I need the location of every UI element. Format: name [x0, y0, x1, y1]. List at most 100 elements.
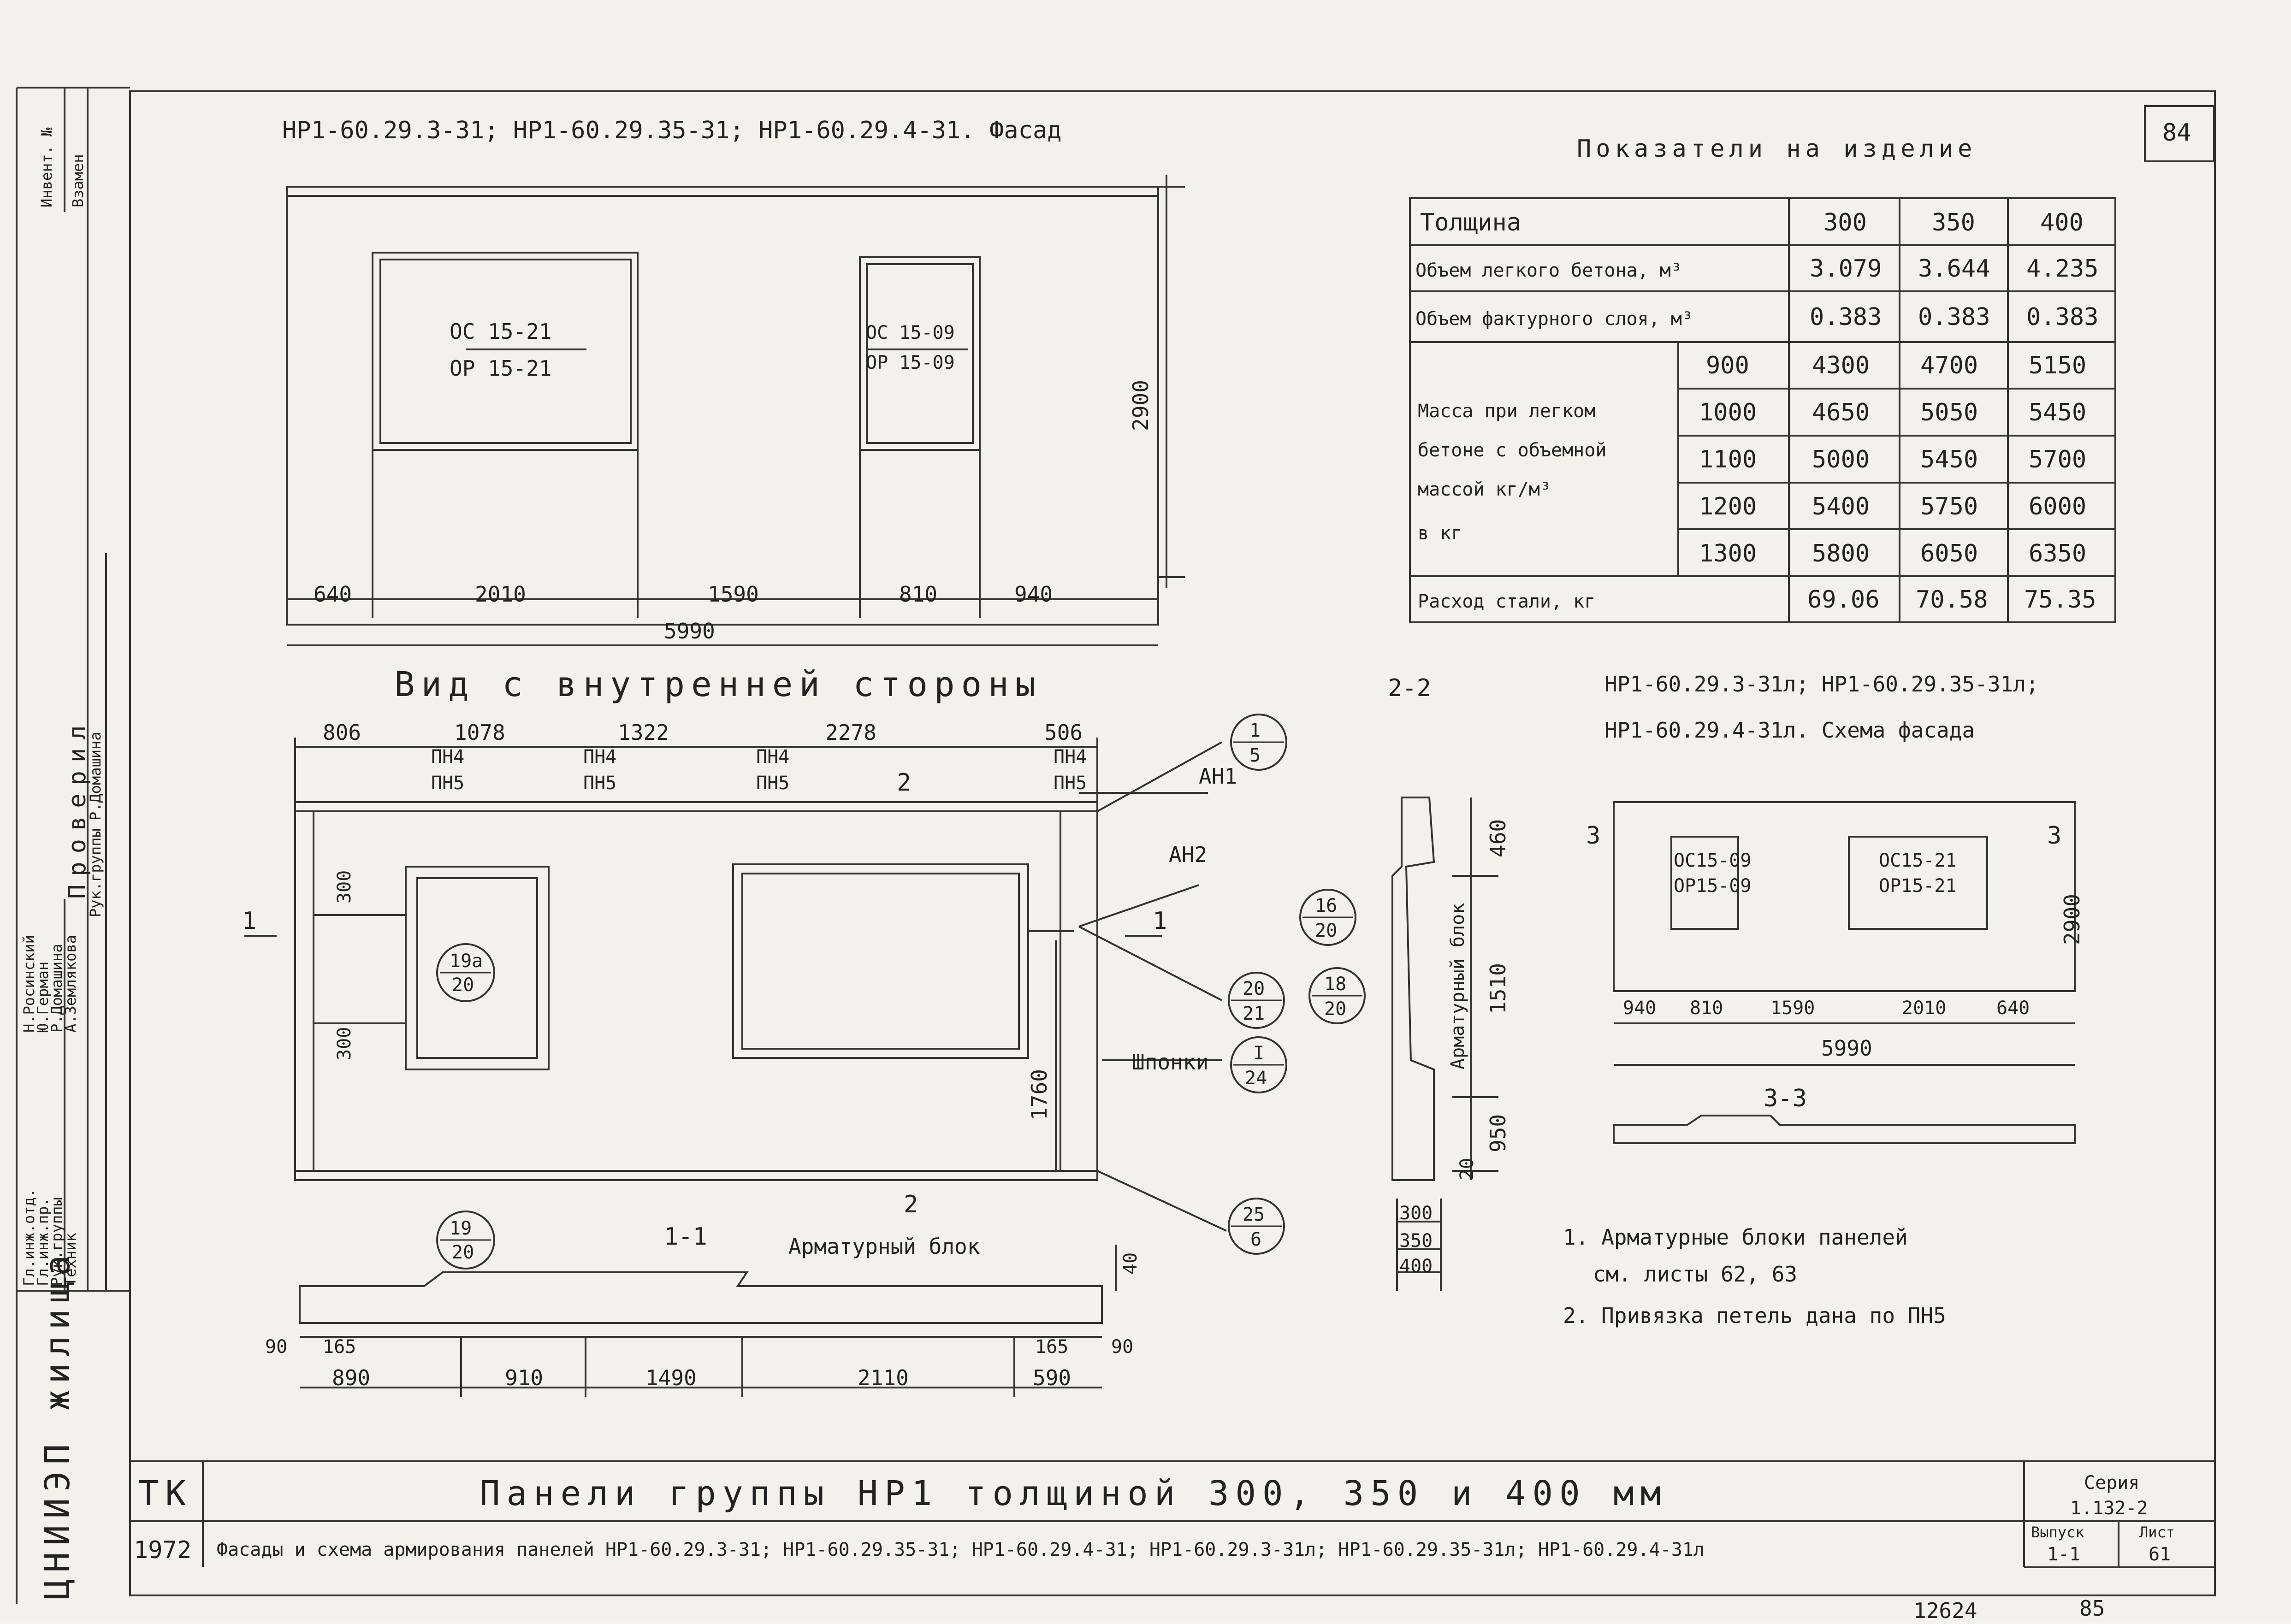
callout-19a-bottom: 20 [452, 974, 474, 996]
loop-label-4-bottom: ПН5 [1054, 773, 1087, 794]
sec22-thickness-300: 300 [1399, 1203, 1433, 1224]
mass-density-1000: 1000 [1699, 399, 1757, 426]
callout-16-20-bottom: 20 [1315, 920, 1337, 941]
table-th-400: 400 [2040, 209, 2084, 236]
name-4: А.Землякова [62, 935, 79, 1033]
sheet-number: 84 [2162, 119, 2191, 147]
table-thickness-label: Толщина [1420, 209, 1521, 236]
note-1-cont: см. листы 62, 63 [1593, 1262, 1797, 1287]
mirror-window-big-bottom: ОР15-21 [1879, 875, 1957, 897]
callout-1-5-bottom: 5 [1249, 745, 1261, 766]
handwritten-number-2: 85 [2079, 1596, 2105, 1621]
inner-left-dim-2: 300 [334, 1027, 355, 1060]
mirror-title-line2: НР1-60.29.4-31л. Схема фасада [1604, 718, 1975, 743]
inner-dim-3: 1322 [618, 720, 669, 745]
mass-density-1200: 1200 [1699, 493, 1757, 520]
callout-I-24-top: I [1253, 1043, 1264, 1064]
sec22-dim-1: 460 [1486, 819, 1510, 857]
title-block-year: 1972 [134, 1536, 191, 1564]
callout-20-21 [1228, 972, 1285, 1029]
sec22-dim-3: 950 [1486, 1114, 1510, 1152]
indicators-title: Показатели на изделие [1577, 135, 1977, 163]
callout-1-5-top: 1 [1249, 720, 1261, 741]
mass-label-line4: в кг [1418, 523, 1462, 544]
mass-1200-v3: 6000 [2029, 493, 2086, 520]
note-1: 1. Арматурные блоки панелей [1563, 1225, 1908, 1250]
mass-900-v3: 5150 [2029, 352, 2086, 379]
table-row2-v1: 0.383 [1810, 303, 1882, 331]
name-2: Ю.Герман [34, 962, 52, 1033]
callout-19-20-bottom: 20 [452, 1242, 474, 1263]
facade-window-right [859, 256, 981, 451]
facade-window-left-top: ОС 15-21 [450, 319, 552, 344]
table-row1-label: Объем легкого бетона, м³ [1415, 260, 1682, 281]
section-1-1-label: Арматурный блок [788, 1234, 980, 1259]
sec11-dim-1: 890 [332, 1365, 370, 1390]
callout-20-21-top: 20 [1243, 978, 1265, 999]
facade-window-right-top: ОС 15-09 [866, 322, 955, 343]
mirror-dim-3: 1590 [1770, 998, 1815, 1019]
label-an1: АН1 [1199, 764, 1237, 789]
facade-window-left [372, 252, 639, 451]
mirror-dim-5: 640 [1996, 998, 2030, 1019]
section-mark-2-top: 2 [897, 769, 911, 797]
callout-18-20-bottom: 20 [1324, 998, 1346, 1020]
mass-900-v1: 4300 [1812, 352, 1870, 379]
sheet-label: Лист [2139, 1524, 2175, 1541]
mass-1200-v1: 5400 [1812, 493, 1870, 520]
mass-1300-v1: 5800 [1812, 540, 1870, 567]
sec11-dim-4: 2110 [858, 1365, 909, 1390]
mirror-dim-2: 810 [1690, 998, 1723, 1019]
steel-v3: 75.35 [2024, 586, 2096, 614]
steel-v2: 70.58 [1916, 586, 1988, 614]
section-2-2-title: 2-2 [1388, 674, 1431, 702]
vzamen-label: Взамен [69, 154, 87, 207]
mass-1000-v3: 5450 [2029, 399, 2086, 426]
issue-label: Выпуск [2031, 1524, 2084, 1541]
mirror-section-3-3: 3-3 [1764, 1085, 1807, 1112]
mass-900-v2: 4700 [1920, 352, 1978, 379]
mirror-window-small-top: ОС15-09 [1674, 850, 1752, 871]
facade-dim-1: 640 [314, 582, 352, 607]
mass-1300-v3: 6350 [2029, 540, 2086, 567]
loop-label-3-bottom: ПН5 [756, 773, 789, 794]
sec11-dim-small-2: 165 [323, 1336, 356, 1358]
callout-16-20-top: 16 [1315, 895, 1337, 916]
table-row2-v2: 0.383 [1918, 303, 1990, 331]
sec22-label: Арматурный блок [1447, 903, 1468, 1069]
mass-density-1100: 1100 [1699, 446, 1757, 473]
facade-dim-2: 2010 [475, 582, 526, 607]
callout-1-5 [1230, 714, 1287, 771]
note-2: 2. Привязка петель дана по ПН5 [1563, 1303, 1946, 1328]
sheet-number-box [2144, 105, 2215, 162]
inner-right-dim: 1760 [1027, 1069, 1052, 1120]
section-1-1-title: 1-1 [664, 1223, 707, 1251]
mirror-section-mark-right: 3 [2047, 822, 2061, 850]
title-block-main: Панели группы НР1 толщиной 300, 350 и 40… [480, 1474, 1667, 1513]
mirror-window-big-top: ОС15-21 [1879, 850, 1957, 871]
inner-panel [294, 810, 1098, 1181]
sec22-dim-2: 1510 [1486, 963, 1510, 1014]
sec11-dim-2: 910 [505, 1365, 543, 1390]
mirror-dim-4: 2010 [1902, 998, 1946, 1019]
checker-role: Рук.группы [87, 828, 104, 917]
loop-label-3-top: ПН4 [756, 746, 789, 768]
facade-title: НР1-60.29.3-31; НР1-60.29.35-31; НР1-60.… [282, 117, 1062, 144]
table-row2-label: Объем фактурного слоя, м³ [1415, 308, 1693, 330]
callout-19a-20 [436, 943, 495, 1002]
inner-dim-5: 506 [1044, 720, 1083, 745]
sec11-dim-right: 40 [1120, 1252, 1141, 1275]
callout-18-20-top: 18 [1324, 974, 1346, 995]
section-2-2-outline [1391, 797, 1435, 1181]
title-block-subtitle: Фасады и схема армирования панелей НР1-6… [217, 1539, 1705, 1560]
sec11-dim-3: 1490 [645, 1365, 697, 1390]
mirror-window-big [1848, 836, 1988, 930]
inv-label: Инвент. № [38, 127, 55, 207]
steel-v1: 69.06 [1807, 586, 1880, 614]
callout-I-24 [1230, 1036, 1287, 1093]
callout-25-6-bottom: 6 [1250, 1229, 1261, 1250]
name-3: Р.Домашина [48, 944, 65, 1033]
mirror-facade-panel [1613, 801, 2076, 992]
section-3-3-outline [1613, 1115, 2076, 1144]
